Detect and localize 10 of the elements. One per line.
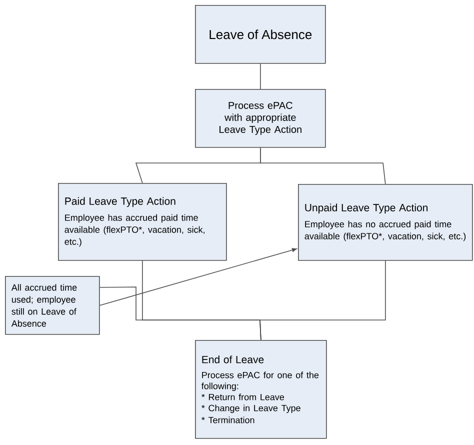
process-box: Paid Leave Type Action Employee has accrued paid time available (flexPTO*, vacation, sick, etc.) <box>58 183 227 261</box>
process-box: Process ePAC with appropriate Leave Type Action <box>195 89 326 148</box>
connector-line <box>260 147 386 184</box>
process-box: Leave of Absence <box>195 5 326 64</box>
process-box: End of Leave Process ePAC for one of the following: * Return from Leave * Change in Leave Type * Termination <box>195 340 327 439</box>
process-box: Unpaid Leave Type Action Employee has no accrued paid time available (flexPTO*, vacation, sick, etc.) <box>298 184 473 261</box>
connector-line <box>260 63 261 90</box>
connector-line <box>99 286 262 340</box>
process-box: All accrued time used; employee still on Leave of Absence <box>5 276 100 335</box>
arrow <box>99 248 297 306</box>
